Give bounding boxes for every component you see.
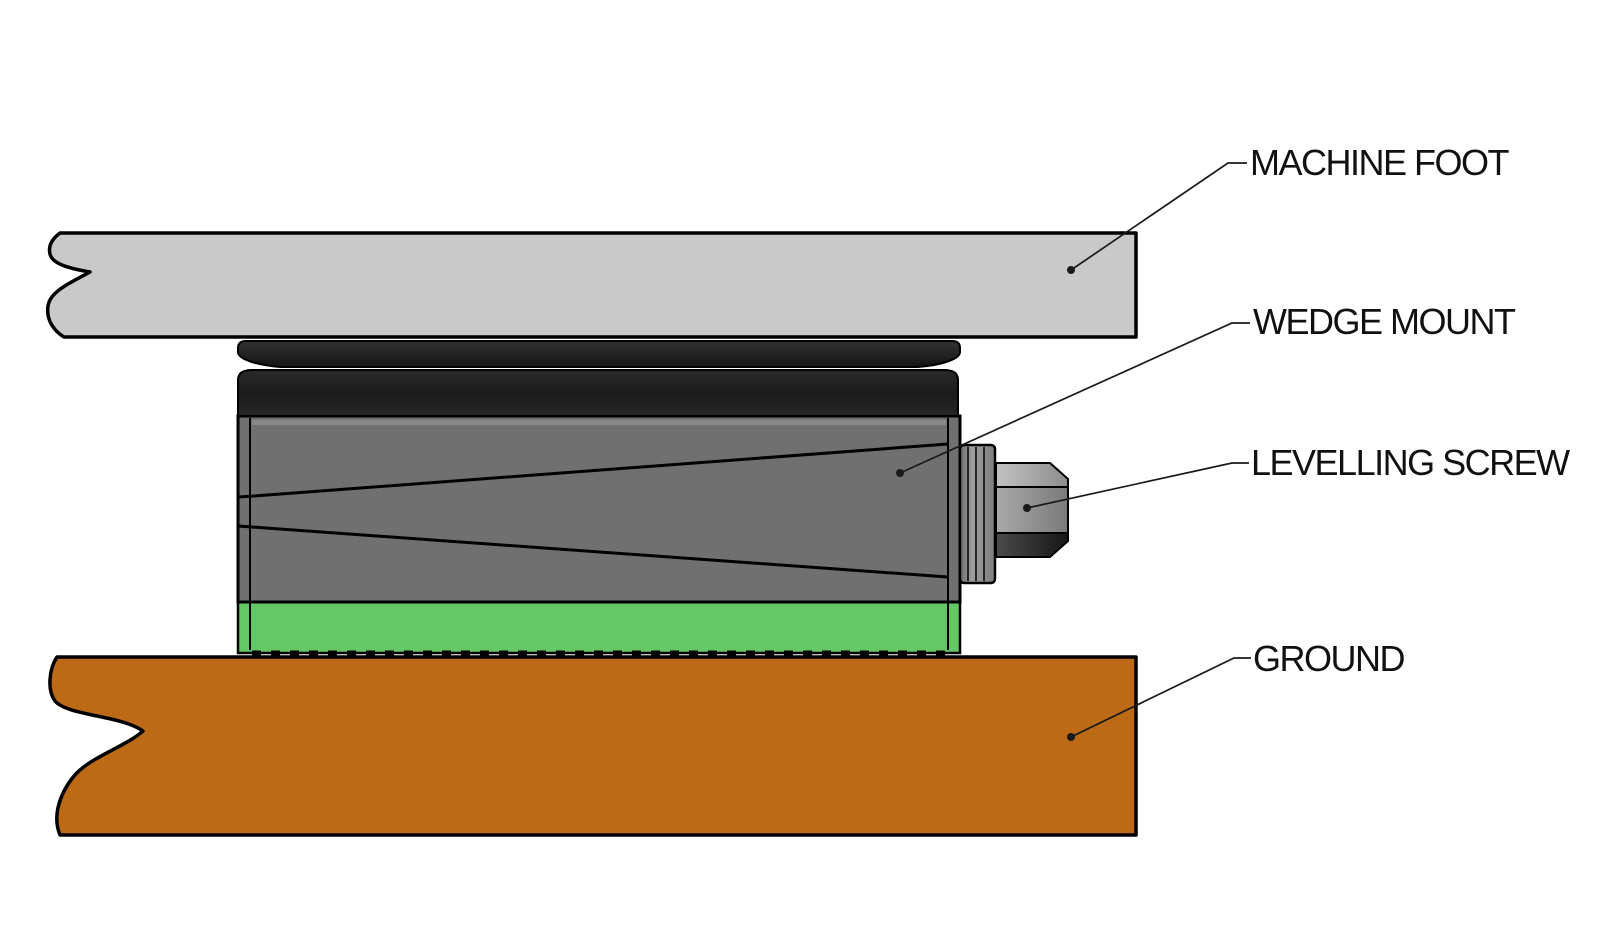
wedge-cap-top-plate xyxy=(237,340,961,368)
wedge-lower-diagonal xyxy=(237,524,949,579)
wedge-upper-diagonal xyxy=(237,442,949,499)
label-ground: GROUND xyxy=(1253,638,1406,679)
machine-foot-shape xyxy=(45,231,1138,339)
wedge-body-highlight xyxy=(252,420,946,425)
leader-machine-foot xyxy=(1067,162,1247,274)
levelling-screw-flange xyxy=(958,443,997,585)
ground-shape xyxy=(48,655,1138,837)
wedge-body xyxy=(236,414,962,604)
label-levelling-screw: LEVELLING SCREW xyxy=(1251,442,1570,483)
wedge-cap-band xyxy=(237,369,959,417)
levelling-screw-nut-mid xyxy=(995,486,1069,534)
leader-levelling-screw xyxy=(1023,462,1249,512)
label-wedge-mount: WEDGE MOUNT xyxy=(1253,301,1516,342)
levelling-screw-nut-bottom xyxy=(995,532,1069,558)
levelling-screw-nut-top xyxy=(995,462,1069,488)
leader-wedge-mount xyxy=(896,322,1250,477)
leader-ground xyxy=(1067,657,1251,741)
label-machine-foot: MACHINE FOOT xyxy=(1250,142,1510,183)
wedge-side-wall-lines xyxy=(249,418,949,650)
levelling-screw-flange-lines xyxy=(967,447,985,581)
wedge-base-pad xyxy=(236,600,962,655)
